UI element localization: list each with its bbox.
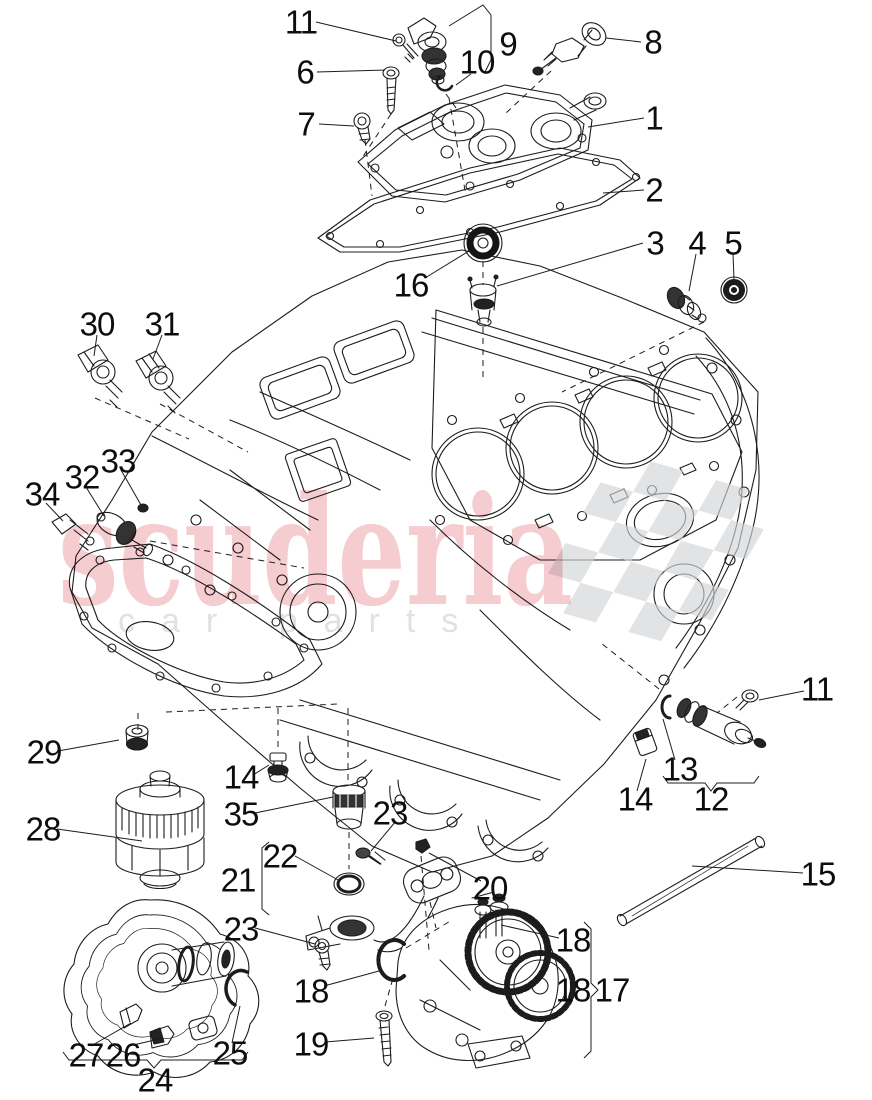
- brace-part-12: [662, 775, 760, 792]
- watermark-text: scuderia: [58, 464, 573, 640]
- clip-part-26: [149, 1025, 175, 1049]
- seal-part-16: [463, 223, 503, 263]
- plug-part-33: [137, 503, 149, 513]
- watermark: scuderia car parts: [58, 464, 573, 640]
- brace-part-9: [448, 4, 492, 73]
- clip-part-20: [415, 838, 431, 854]
- oring-part-22: [336, 874, 362, 894]
- screw-part-23-upper: [355, 847, 386, 865]
- sensor-part-14-left: [267, 752, 289, 783]
- screw-part-11-top: [392, 33, 419, 63]
- rod-part-15: [616, 835, 766, 927]
- grommet-part-5: [720, 276, 748, 304]
- oil-pump-part-17: [395, 891, 576, 1069]
- screw-part-11-right: [735, 689, 759, 711]
- engine-block: [68, 249, 760, 873]
- brace-part-21: [261, 841, 270, 916]
- brace-part-24: [62, 1051, 249, 1069]
- ring-part-25: [224, 968, 249, 1007]
- assembly-axis-lines: [94, 70, 738, 1007]
- clip-part-18-left: [376, 938, 406, 982]
- suction-pipe-part-21: [305, 856, 462, 953]
- valley-cover-part: [357, 84, 607, 203]
- bolt-part-7: [353, 112, 371, 145]
- clip-part-14-right: [632, 727, 658, 757]
- solenoid-part-12: [676, 698, 767, 748]
- sensor-part-31: [135, 350, 181, 414]
- element-part-35: [332, 784, 366, 830]
- pump-cover-part-24: [63, 899, 260, 1078]
- engine-line-art: [51, 17, 767, 1078]
- clip-part-27: [119, 1003, 143, 1029]
- checkered-flag-logo: [547, 461, 764, 642]
- watermark-subtext: car parts: [118, 602, 484, 640]
- sensor-part-32: [96, 511, 154, 557]
- clip-part-13: [660, 694, 672, 720]
- sensor-part-9: [407, 17, 447, 85]
- oil-filter-housing-part-28: [115, 770, 205, 890]
- sensor-part-30: [77, 344, 123, 408]
- plug-part-34: [51, 513, 95, 551]
- valve-part-4: [666, 286, 707, 323]
- brace-part-17: [583, 921, 599, 1059]
- clip-part-10: [435, 74, 454, 92]
- plug-part-29: [125, 724, 149, 751]
- bolt-part-6: [382, 66, 400, 115]
- leader-lines: [45, 4, 805, 1069]
- screw-part-23-lower: [314, 938, 331, 971]
- bolt-part-19: [375, 1010, 393, 1067]
- sensor-part-8: [532, 22, 607, 76]
